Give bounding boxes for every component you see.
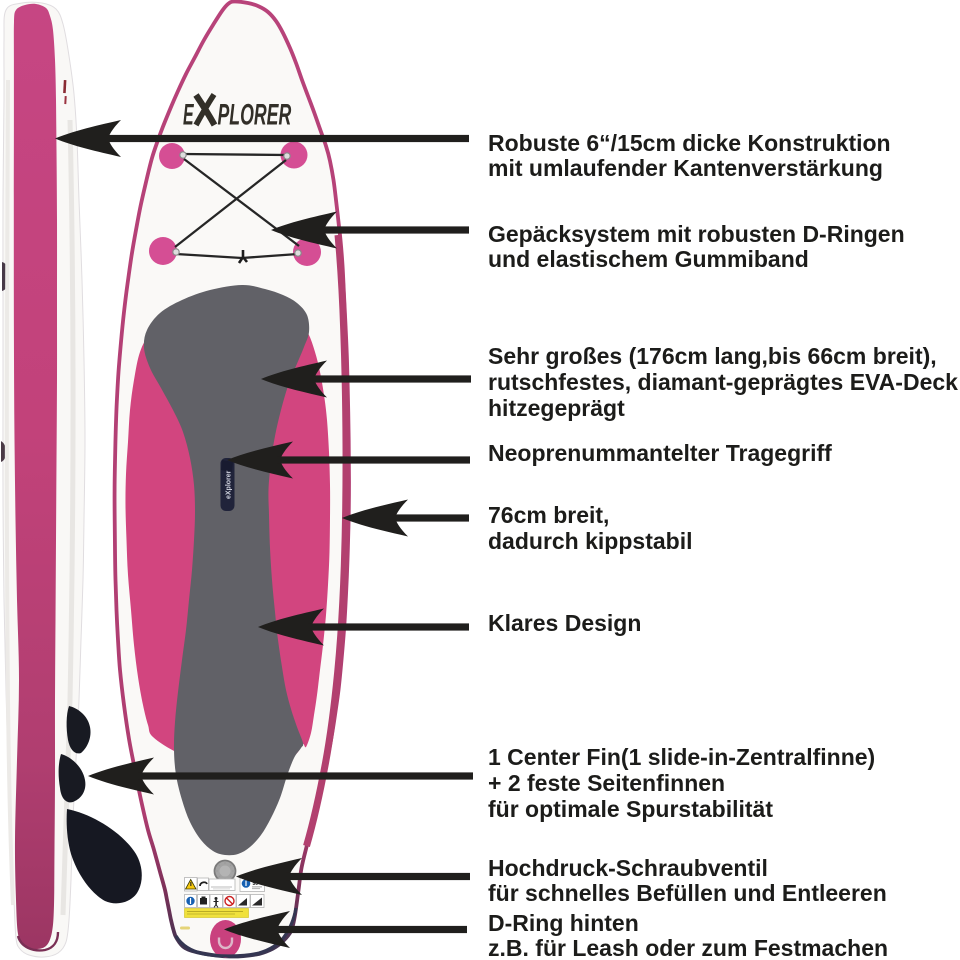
svg-text:PLORER: PLORER <box>218 99 292 132</box>
svg-text:eXplorer: eXplorer <box>226 470 233 499</box>
svg-text:E: E <box>183 100 194 132</box>
svg-text:50: 50 <box>253 881 259 887</box>
